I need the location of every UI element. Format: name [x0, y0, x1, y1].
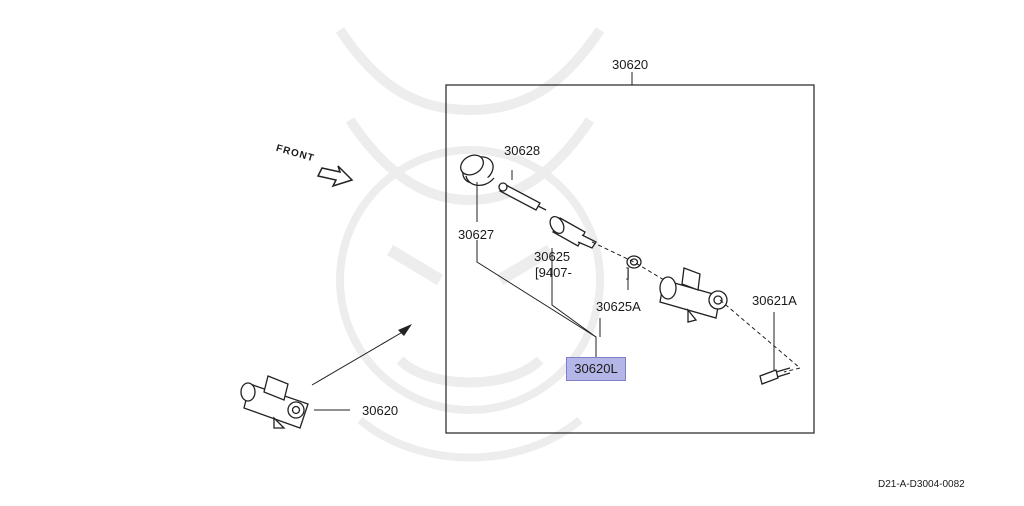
- part-label-assembly-left[interactable]: 30620: [362, 403, 399, 418]
- part-label-pushrod[interactable]: 30628: [504, 143, 541, 158]
- diagram-code: D21-A-D3004-0082: [878, 479, 965, 490]
- piston-ring-part: [626, 255, 642, 269]
- part-label-selected[interactable]: 30620L: [566, 357, 626, 381]
- assembly-axis: [591, 241, 802, 373]
- bleeder-screw-part: [759, 367, 791, 385]
- piston-part: [549, 215, 597, 249]
- boot-part: [460, 154, 495, 186]
- exploded-view-line: [311, 329, 407, 386]
- part-label-boot[interactable]: 30627: [458, 227, 495, 242]
- part-label-piston-ring[interactable]: 30625A: [596, 299, 641, 314]
- leader-lines: [476, 170, 775, 370]
- slave-cylinder-body: [659, 267, 728, 323]
- exploded-view-arrowhead: [398, 324, 412, 336]
- pushrod-part: [498, 182, 547, 211]
- watermark-emblem: [335, 27, 605, 462]
- part-label-assembly-top[interactable]: 30620: [612, 57, 649, 72]
- part-label-bleeder[interactable]: 30621A: [752, 293, 797, 308]
- part-label-piston-date-close: ]: [626, 265, 630, 280]
- detail-box: [445, 84, 815, 434]
- part-label-piston-date: [9407-: [535, 265, 572, 280]
- part-label-piston[interactable]: 30625: [534, 249, 571, 264]
- front-arrow-icon: [316, 165, 354, 188]
- slave-cylinder-assembly: [240, 375, 309, 429]
